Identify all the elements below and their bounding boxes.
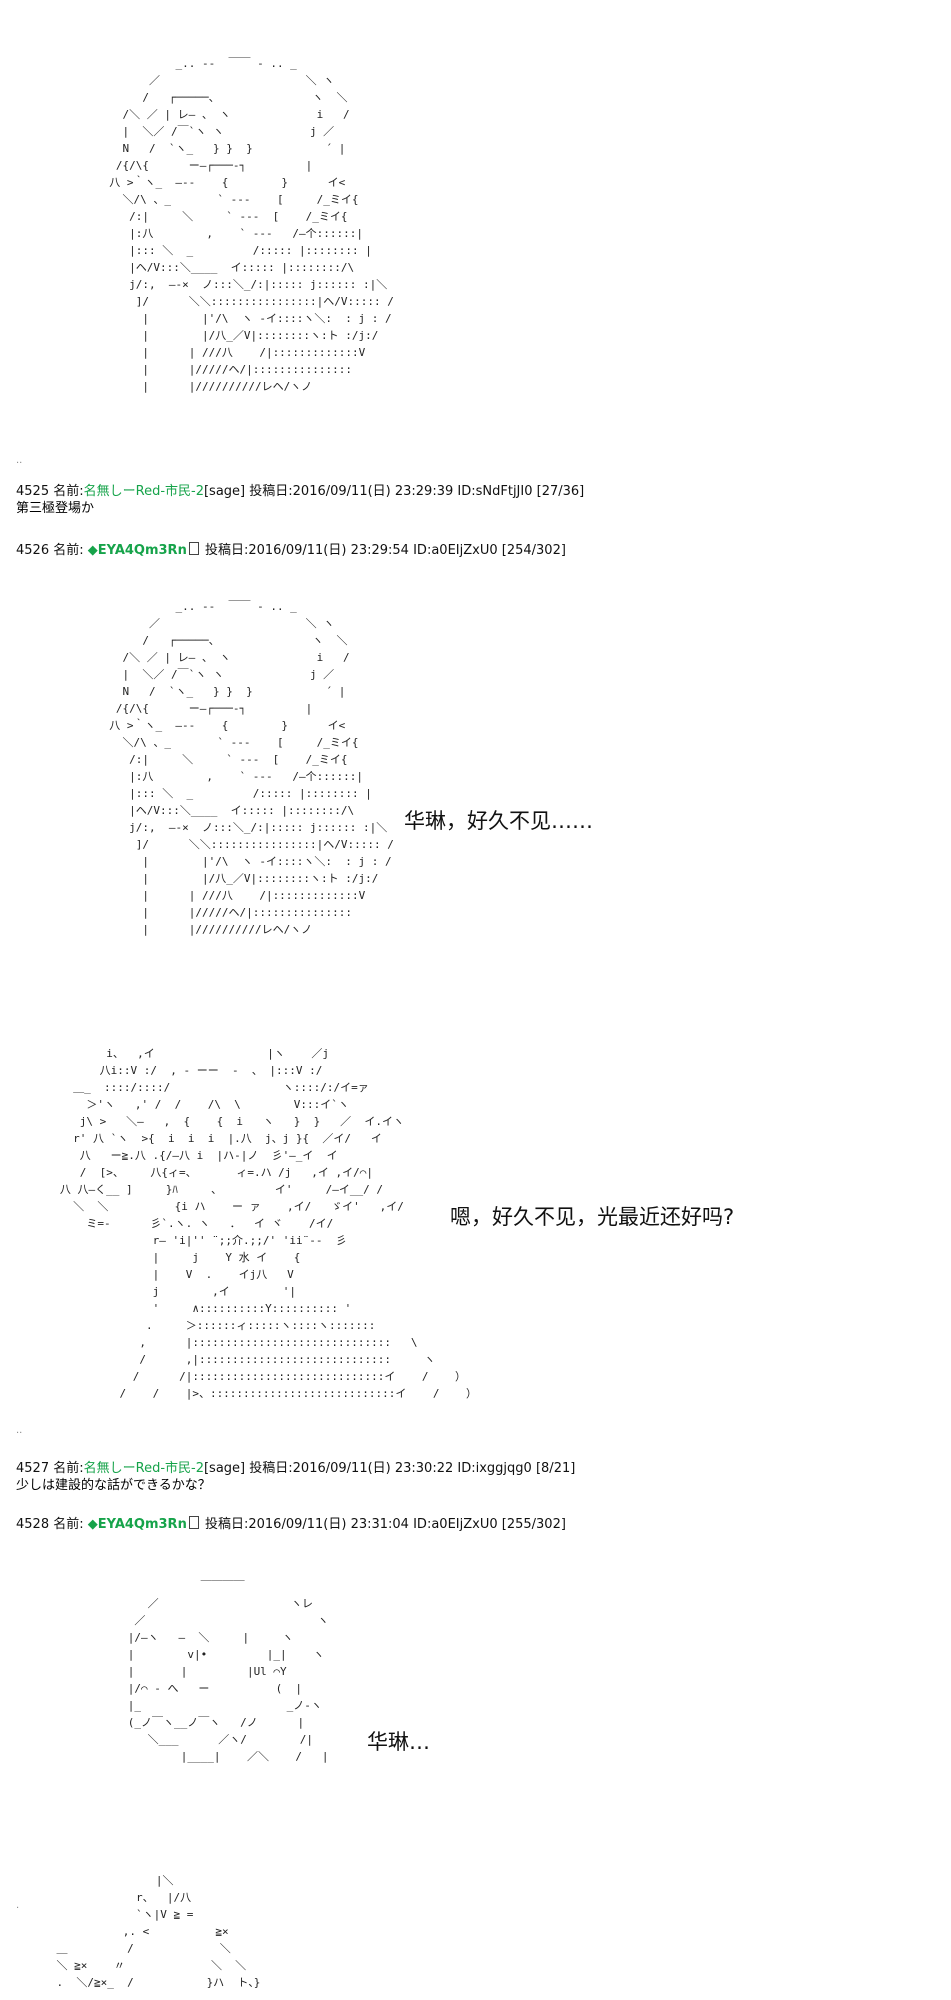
poster-id[interactable]: ixggjqg0 — [475, 1461, 532, 1476]
name-label: 名前: — [53, 1517, 84, 1532]
post-number: 4528 — [16, 1517, 50, 1532]
speech-line-3: 华琳… — [367, 1730, 430, 1754]
poster-name[interactable]: 名無しーRed-市民-2 — [83, 484, 204, 499]
mail-box-icon — [188, 542, 199, 555]
ascii-art-face-1: _.. -‐ ￣￣ ‐ .. _ ／ ＼ ヽ / ┌─────、 ヽ ＼ /＼ … — [109, 57, 394, 393]
post-number: 4525 — [16, 484, 50, 499]
poster-name[interactable]: 名無しーRed-市民-2 — [83, 1461, 204, 1476]
name-label: 名前: — [53, 484, 84, 499]
post-body-4525: 第三極登場か — [16, 501, 95, 516]
poster-id[interactable]: a0EIjZxU0 — [431, 543, 498, 558]
poster-id[interactable]: a0EIjZxU0 — [431, 1517, 498, 1532]
separator-dots: .. — [16, 1425, 23, 1436]
date-label: 投稿日: — [204, 543, 249, 558]
post-count: [254/302] — [501, 543, 566, 558]
mail-box-icon — [188, 1516, 199, 1529]
post-date: 2016/09/11(日) 23:29:54 — [248, 543, 409, 558]
post-count: [255/302] — [501, 1517, 566, 1532]
post-header-4526: 4526 名前: ◆EYA4Qm3Rn 投稿日:2016/09/11(日) 23… — [16, 542, 566, 559]
post-header-4528: 4528 名前: ◆EYA4Qm3Rn 投稿日:2016/09/11(日) 23… — [16, 1516, 566, 1533]
post-count: [27/36] — [536, 484, 585, 499]
post-count: [8/21] — [535, 1461, 576, 1476]
id-label: ID: — [413, 543, 432, 558]
poster-trip[interactable]: ◆EYA4Qm3Rn — [87, 1517, 187, 1532]
id-label: ID: — [457, 1461, 476, 1476]
poster-trip[interactable]: ◆EYA4Qm3Rn — [87, 543, 187, 558]
post-date: 2016/09/11(日) 23:31:04 — [248, 1517, 409, 1532]
date-label: 投稿日: — [249, 484, 293, 499]
speech-line-2: 嗯，好久不见，光最近还好吗? — [450, 1205, 735, 1229]
name-label: 名前: — [53, 543, 84, 558]
name-label: 名前: — [53, 1461, 84, 1476]
speech-line-1: 华琳，好久不见…… — [404, 809, 593, 833]
post-header-4525: 4525 名前:名無しーRed-市民-2[sage] 投稿日:2016/09/1… — [16, 484, 584, 500]
id-label: ID: — [413, 1517, 432, 1532]
poster-id[interactable]: sNdFtjJI0 — [475, 484, 533, 499]
separator-dots: .. — [16, 455, 23, 466]
mail-field: [sage] — [203, 484, 246, 499]
mail-field: [sage] — [203, 1461, 246, 1476]
separator-dots: . — [16, 1900, 20, 1911]
date-label: 投稿日: — [249, 1461, 293, 1476]
id-label: ID: — [457, 484, 476, 499]
post-header-4527: 4527 名前:名無しーRed-市民-2[sage] 投稿日:2016/09/1… — [16, 1461, 575, 1477]
ascii-art-character: i、 ,イ |ヽ ／j 八i::V :/ , ‐ ーー - 、 |:::V :/… — [59, 1047, 477, 1400]
post-date: 2016/09/11(日) 23:30:22 — [292, 1461, 454, 1476]
post-body-4527: 少しは建設的な話ができるかな？ — [16, 1478, 211, 1493]
post-date: 2016/09/11(日) 23:29:39 — [292, 484, 454, 499]
ascii-art-face-3: ￣￣￣￣ ／ ヽレ ／ ヽ |/―ヽ ― ＼ | ヽ | v|• |_| ヽ |… — [127, 1580, 329, 1763]
date-label: 投稿日: — [204, 1517, 249, 1532]
post-number: 4526 — [16, 543, 50, 558]
post-number: 4527 — [16, 1461, 50, 1476]
ascii-art-face-2: _.. -‐ ￣￣ ‐ .. _ ／ ＼ ヽ / ┌─────、 ヽ ＼ /＼ … — [109, 600, 394, 936]
ascii-art-partial: |＼ r、 |/八 `ヽ|V ≧ = ,. < ≧× ＿ / ＼ ＼ ≧× 〃 … — [56, 1874, 261, 1989]
